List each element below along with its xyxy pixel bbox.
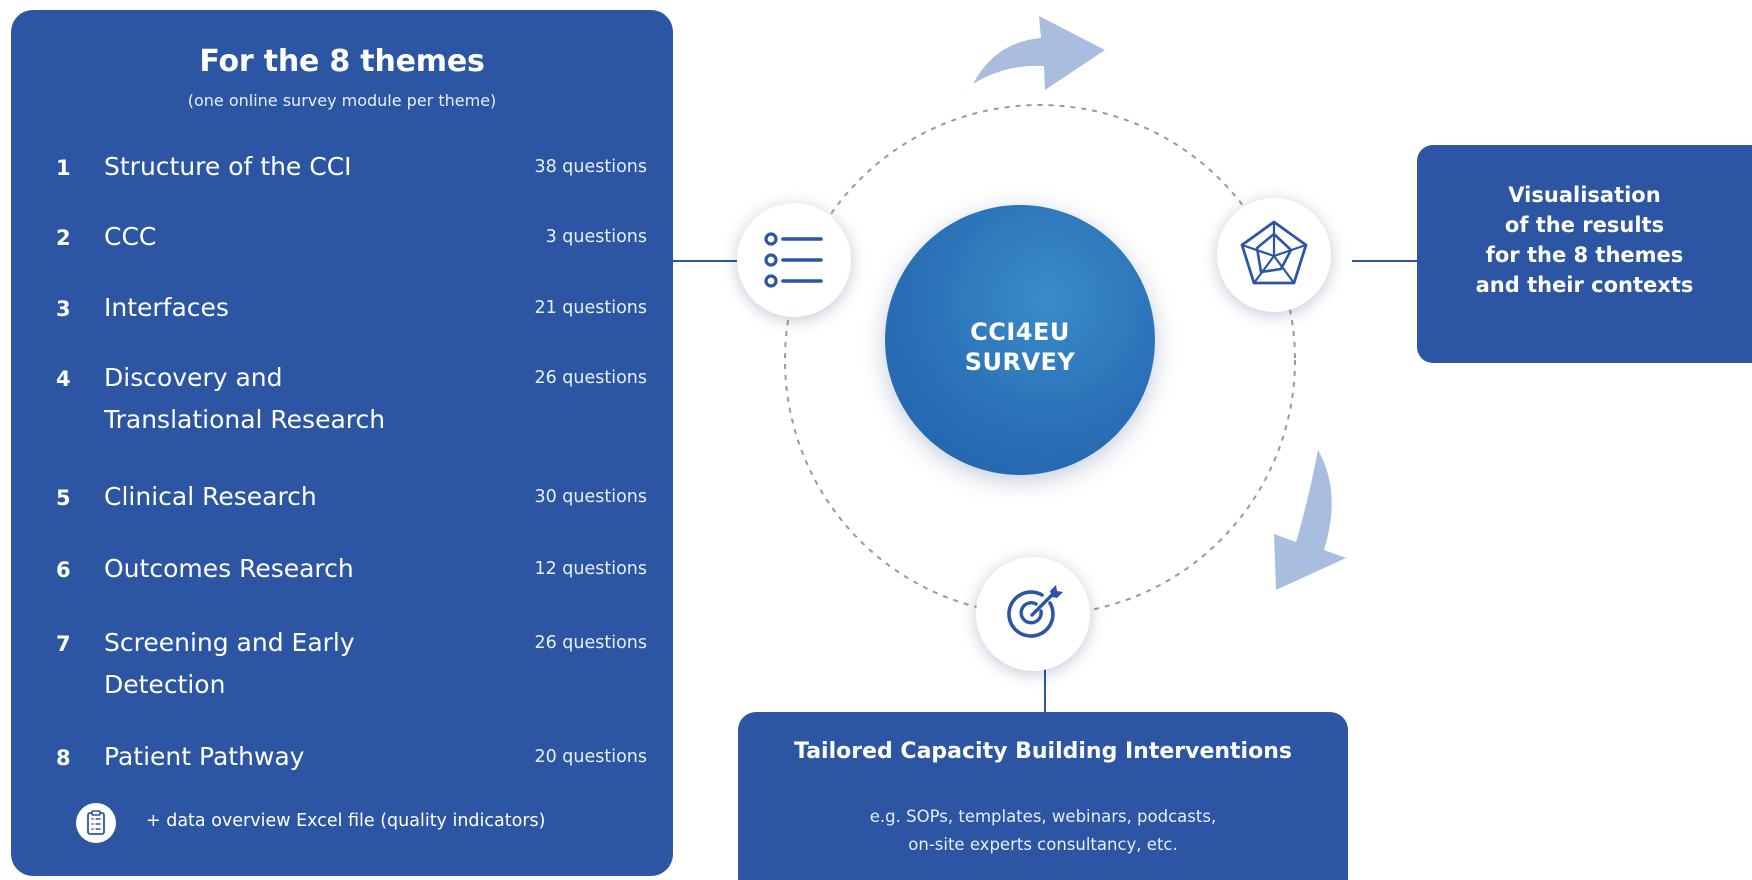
list-icon xyxy=(764,232,823,288)
list-node xyxy=(737,203,851,317)
target-node xyxy=(976,557,1090,671)
theme-question-count: 30 questions xyxy=(534,487,647,507)
theme-label: Interfaces xyxy=(104,293,229,322)
interventions-body-line: e.g. SOPs, templates, webinars, podcasts… xyxy=(869,807,1217,826)
connector-left xyxy=(672,260,738,262)
radar-node xyxy=(1217,198,1331,312)
theme-question-count: 26 questions xyxy=(534,633,647,653)
connector-right xyxy=(1352,260,1418,262)
interventions-title: Tailored Capacity Building Interventions xyxy=(794,739,1292,764)
connector-bottom xyxy=(1044,668,1046,713)
survey-center-circle: CCI4EU SURVEY xyxy=(885,205,1155,475)
theme-question-count: 38 questions xyxy=(534,157,647,177)
center-title-line1: CCI4EU xyxy=(970,318,1070,346)
theme-label-line: Detection xyxy=(104,670,226,699)
theme-label: Discovery and Translational Research xyxy=(104,357,464,441)
theme-number: 3 xyxy=(56,297,71,321)
visualisation-box: Visualisation of the results for the 8 t… xyxy=(1417,145,1752,363)
theme-number: 2 xyxy=(56,226,71,250)
bottom-cycle-arrow xyxy=(1274,450,1346,590)
visualisation-line: for the 8 themes xyxy=(1485,243,1684,267)
themes-panel-title: For the 8 themes xyxy=(199,44,485,79)
interventions-body-line: on-site experts consultancy, etc. xyxy=(908,835,1178,854)
visualisation-line: and their contexts xyxy=(1475,273,1694,297)
theme-number: 5 xyxy=(56,486,71,510)
interventions-box: Tailored Capacity Building Interventions… xyxy=(738,712,1348,880)
theme-label-line: Screening and Early xyxy=(104,628,355,657)
theme-number: 7 xyxy=(56,632,71,656)
theme-question-count: 12 questions xyxy=(534,559,647,579)
visualisation-line: of the results xyxy=(1504,213,1665,237)
themes-panel-subtitle: (one online survey module per theme) xyxy=(187,91,497,110)
radar-chart-icon xyxy=(1240,220,1308,285)
theme-question-count: 21 questions xyxy=(534,298,647,318)
theme-label-line: Discovery and xyxy=(104,363,283,392)
footnote-text: + data overview Excel file (quality indi… xyxy=(146,811,546,831)
theme-number: 1 xyxy=(56,156,71,180)
theme-number: 6 xyxy=(56,558,71,582)
target-icon xyxy=(1007,585,1063,638)
theme-number: 8 xyxy=(56,746,71,770)
theme-label: Outcomes Research xyxy=(104,554,354,583)
top-cycle-arrow xyxy=(973,16,1105,90)
theme-label: Clinical Research xyxy=(104,482,317,511)
theme-label: Patient Pathway xyxy=(104,742,305,771)
theme-number: 4 xyxy=(56,367,71,391)
theme-question-count: 3 questions xyxy=(545,227,647,247)
visualisation-line: Visualisation xyxy=(1508,183,1661,207)
center-title-line2: SURVEY xyxy=(964,348,1076,376)
theme-question-count: 20 questions xyxy=(534,747,647,767)
theme-label-line: Translational Research xyxy=(104,405,386,434)
theme-label: Screening and Early Detection xyxy=(104,622,464,706)
themes-panel: For the 8 themes (one online survey modu… xyxy=(11,10,673,876)
clipboard-icon xyxy=(76,803,116,843)
theme-label: Structure of the CCI xyxy=(104,152,352,181)
theme-label: CCC xyxy=(104,222,157,251)
theme-question-count: 26 questions xyxy=(534,368,647,388)
